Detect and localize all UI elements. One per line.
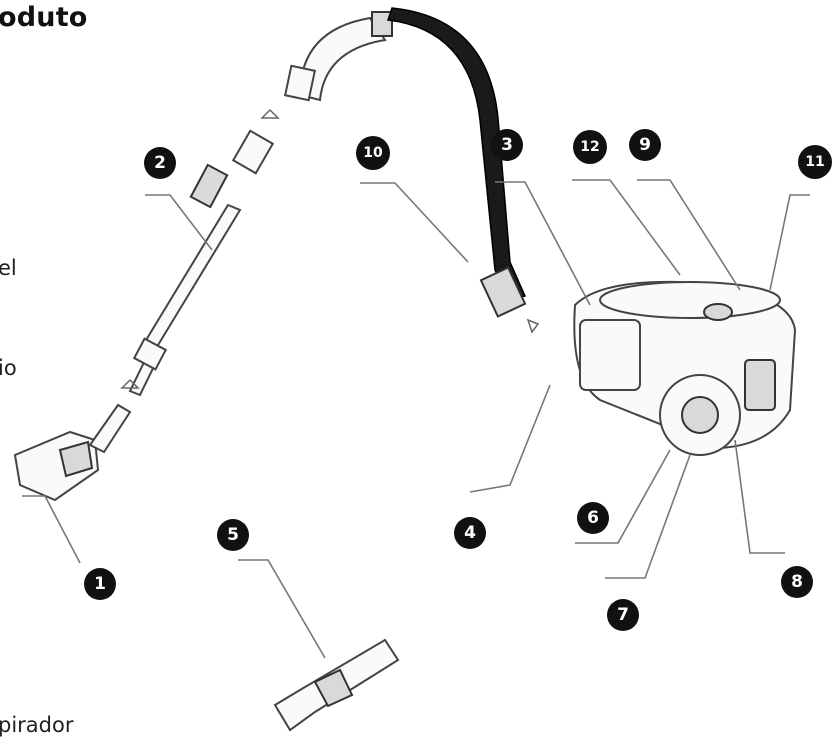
callout-10-label: 10 xyxy=(363,145,383,161)
cut-text-io: io xyxy=(0,356,17,380)
handle xyxy=(283,11,393,102)
telescopic-tube xyxy=(128,129,275,397)
callout-11: 11 xyxy=(798,145,832,179)
arrow-tube-nozzle xyxy=(120,378,140,389)
callout-6-label: 6 xyxy=(587,508,599,528)
cut-text-el: el xyxy=(0,256,17,280)
callout-7-label: 7 xyxy=(617,605,629,625)
callout-12-label: 12 xyxy=(580,139,599,155)
crevice-tool xyxy=(273,638,400,732)
assembly-arrows xyxy=(120,108,540,389)
cut-text-pirador: pirador xyxy=(0,713,74,737)
callout-9: 9 xyxy=(629,129,661,161)
callout-3: 3 xyxy=(491,129,523,161)
callout-6: 6 xyxy=(577,502,609,534)
callout-5-label: 5 xyxy=(227,525,239,545)
callout-2-label: 2 xyxy=(154,153,166,173)
callout-4-label: 4 xyxy=(464,523,476,543)
callout-8: 8 xyxy=(781,566,813,598)
leader-lines xyxy=(22,179,810,659)
callout-1-label: 1 xyxy=(94,574,106,594)
callout-10: 10 xyxy=(356,136,390,170)
callout-12: 12 xyxy=(573,130,607,164)
callout-2: 2 xyxy=(144,147,176,179)
callout-3-label: 3 xyxy=(501,135,513,155)
callout-1: 1 xyxy=(84,568,116,600)
callout-9-label: 9 xyxy=(639,135,651,155)
arrow-handle-tube xyxy=(260,108,280,119)
page-title: oduto xyxy=(0,2,88,33)
callout-4: 4 xyxy=(454,517,486,549)
callout-5: 5 xyxy=(217,519,249,551)
vacuum-body xyxy=(573,280,797,456)
callout-7: 7 xyxy=(607,599,639,631)
hose-connector xyxy=(479,266,527,318)
callout-11-label: 11 xyxy=(805,154,824,170)
callout-8-label: 8 xyxy=(791,572,803,592)
arrow-hose-body xyxy=(526,318,540,334)
hose xyxy=(386,7,527,301)
floor-nozzle xyxy=(13,403,132,502)
